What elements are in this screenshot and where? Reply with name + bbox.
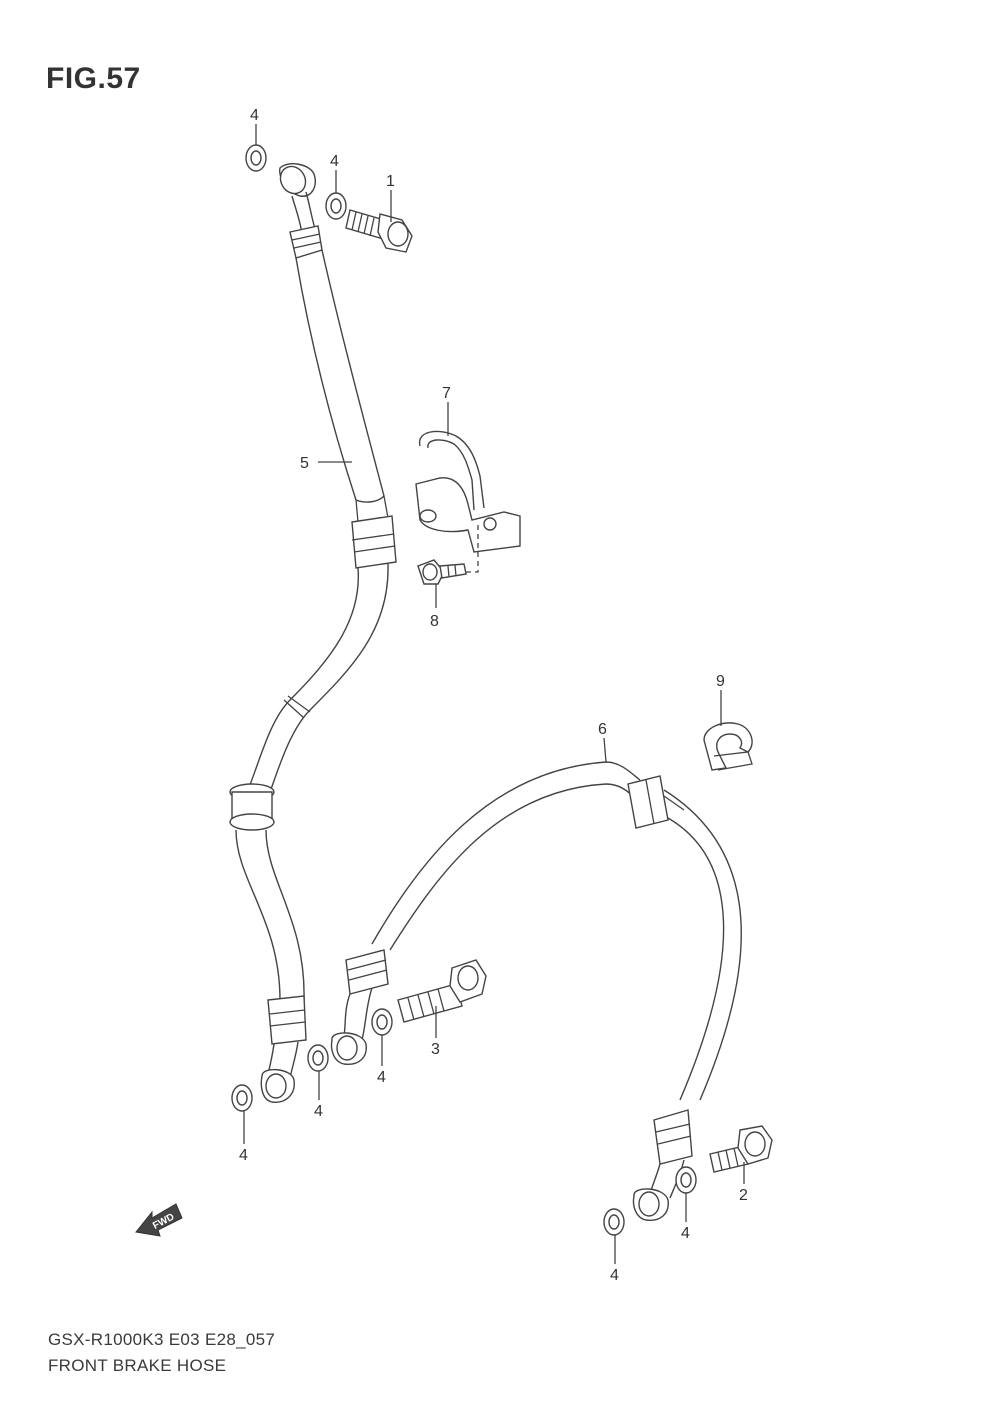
brake-hose-6 — [330, 761, 742, 1221]
callout-4: 4 — [330, 153, 339, 170]
callout-2: 2 — [739, 1187, 748, 1204]
callout-6: 6 — [598, 721, 607, 738]
brake-hose-5 — [229, 163, 397, 1103]
model-code: GSX-R1000K3 E03 E28_057 — [48, 1330, 276, 1349]
callout-4: 4 — [250, 107, 259, 124]
figure-name: FRONT BRAKE HOSE — [48, 1356, 227, 1375]
callout-4: 4 — [610, 1267, 619, 1284]
callout-numbers: 4 4 1 5 7 8 9 6 3 4 4 4 2 4 4 — [239, 107, 748, 1284]
hose-clip-9 — [703, 722, 753, 771]
union-bolt-1 — [345, 209, 413, 253]
bolt-8 — [417, 524, 479, 585]
callout-1: 1 — [386, 173, 395, 190]
callout-4: 4 — [239, 1147, 248, 1164]
callout-3: 3 — [431, 1041, 440, 1058]
callout-9: 9 — [716, 673, 725, 690]
union-bolt-3 — [397, 959, 487, 1023]
fwd-label: FWD — [151, 1212, 176, 1232]
clamp-bracket-7 — [415, 430, 521, 553]
callout-4: 4 — [377, 1069, 386, 1086]
callout-7: 7 — [442, 385, 451, 402]
callout-4: 4 — [314, 1103, 323, 1120]
leader-lines — [243, 124, 745, 1264]
callout-5: 5 — [300, 455, 309, 472]
washers-4 — [231, 144, 697, 1236]
callout-4: 4 — [681, 1225, 690, 1242]
union-bolt-2 — [709, 1125, 773, 1173]
fwd-arrow-icon: FWD — [135, 1203, 183, 1237]
figure-title: FIG.57 — [46, 62, 141, 95]
callout-8: 8 — [430, 613, 439, 630]
